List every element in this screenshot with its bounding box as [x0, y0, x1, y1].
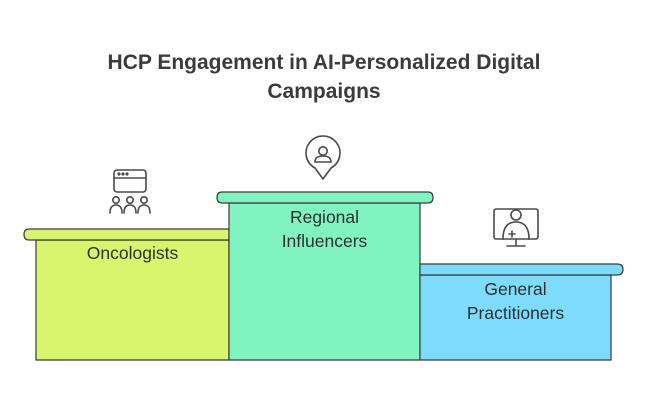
title-line-2: Campaigns	[267, 80, 381, 103]
title-line-1: HCP Engagement in AI-Personalized Digita…	[107, 51, 541, 74]
podium-step-general-practitioners	[419, 263, 624, 361]
page-title: HCP Engagement in AI-Personalized Digita…	[0, 48, 648, 106]
podium-cap-regional-influencers	[216, 191, 434, 204]
podium-step-regional-influencers	[216, 191, 434, 361]
browser-users-icon	[109, 169, 151, 214]
label-oncologists: Oncologists	[36, 241, 229, 265]
location-pin-person-icon	[305, 135, 341, 180]
label-general-practitioners-line-2: Practitioners	[466, 303, 565, 323]
label-oncologists-line-1: Oncologists	[86, 243, 179, 263]
telehealth-monitor-icon	[493, 208, 539, 247]
label-regional-influencers-line-1: Regional	[289, 207, 360, 227]
label-regional-influencers: Regional Influencers	[229, 205, 420, 253]
podium-cap-oncologists	[23, 228, 230, 241]
label-general-practitioners-line-1: General	[484, 279, 547, 299]
podium-cap-general-practitioners	[419, 263, 624, 276]
label-general-practitioners: General Practitioners	[420, 277, 611, 325]
label-regional-influencers-line-2: Influencers	[281, 231, 368, 251]
